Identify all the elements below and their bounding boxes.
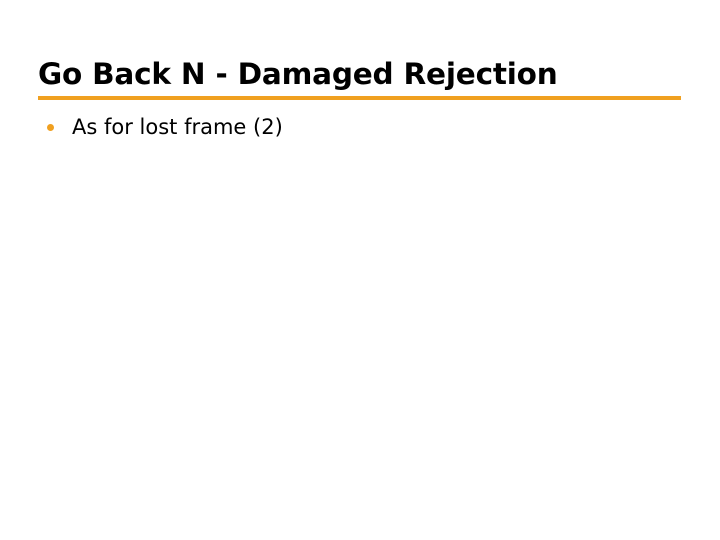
title-underline-rule	[38, 96, 681, 100]
page-title: Go Back N - Damaged Rejection	[38, 57, 558, 91]
list-item: As for lost frame (2)	[38, 112, 688, 142]
list-item-label: As for lost frame (2)	[72, 115, 283, 139]
slide-body-list: As for lost frame (2)	[38, 112, 688, 142]
bullet-dot-icon	[47, 124, 54, 131]
